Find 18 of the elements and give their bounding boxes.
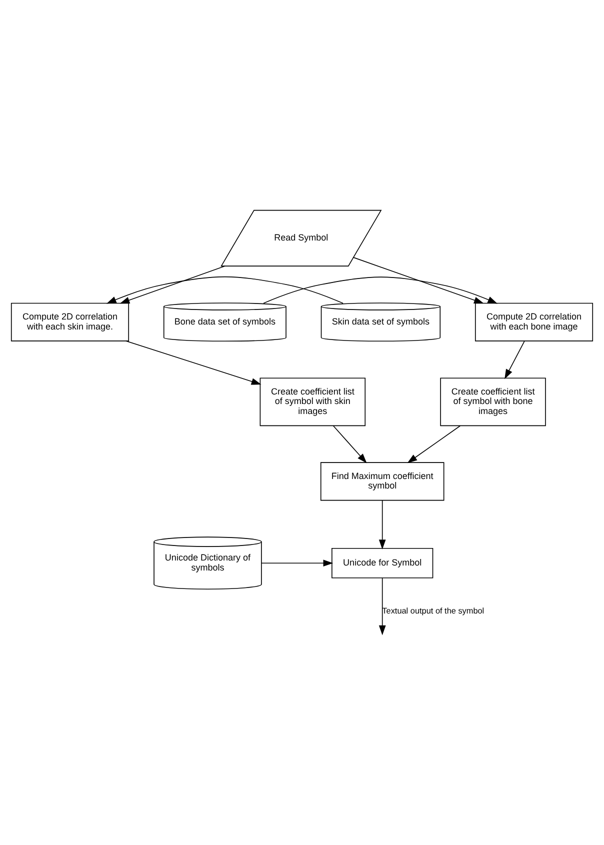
- node-box: Unicode for Symbol: [332, 548, 434, 578]
- arrow: [263, 276, 498, 304]
- node-box: Compute 2D correlation with each skin image.: [10, 302, 130, 342]
- node-box: Create coefficient list of symbol with bone images: [440, 378, 546, 426]
- arrow: [106, 276, 344, 304]
- arrow: [378, 578, 386, 636]
- edge-label: Textual output of the symbol: [382, 606, 484, 616]
- node-box: Create coefficient list of symbol with skin images: [260, 378, 366, 426]
- arrow: [378, 500, 386, 550]
- arrow: [353, 257, 484, 304]
- arrow: [407, 425, 461, 464]
- arrow: [504, 340, 525, 380]
- arrow: [126, 340, 262, 385]
- node-box: Compute 2D correlation with each bone image: [474, 302, 594, 342]
- node-box: Find Maximum coefficient symbol: [320, 462, 444, 501]
- arrow: [261, 560, 334, 567]
- arrow: [332, 425, 367, 464]
- arrow: [120, 266, 226, 304]
